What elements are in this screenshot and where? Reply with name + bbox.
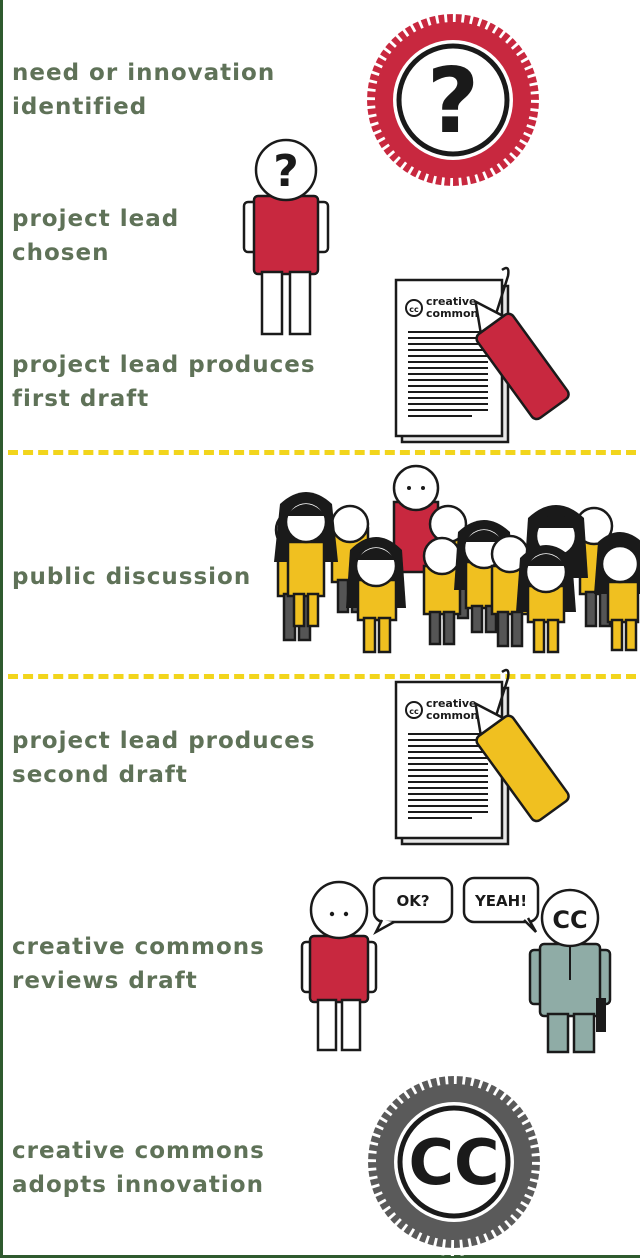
- svg-text:commons: commons: [426, 709, 485, 722]
- review-conversation-icon: OK? YEAH! CC: [300, 876, 612, 1054]
- svg-text:?: ?: [273, 146, 299, 197]
- svg-text:OK?: OK?: [396, 892, 429, 910]
- document-pen-icon: cc creative commons: [394, 668, 570, 846]
- question-badge-icon: ?: [359, 6, 547, 194]
- person-question-icon: ?: [242, 138, 330, 336]
- svg-text:cc: cc: [409, 305, 419, 314]
- document-pen-icon: cc creative commons: [394, 266, 570, 444]
- step-label-public-discussion: public discussion: [12, 564, 252, 590]
- svg-text:CC: CC: [552, 906, 587, 934]
- svg-text:creative: creative: [426, 295, 477, 308]
- svg-text:CC: CC: [408, 1126, 499, 1199]
- cc-badge-icon: CC: [360, 1068, 548, 1256]
- divider-top: [8, 450, 636, 455]
- svg-text:YEAH!: YEAH!: [474, 892, 527, 910]
- divider-bottom: [8, 674, 636, 679]
- svg-text:?: ?: [427, 49, 479, 154]
- svg-text:creative: creative: [426, 697, 477, 710]
- svg-text:cc: cc: [409, 707, 419, 716]
- svg-text:commons: commons: [426, 307, 485, 320]
- crowd-icon: [274, 464, 640, 654]
